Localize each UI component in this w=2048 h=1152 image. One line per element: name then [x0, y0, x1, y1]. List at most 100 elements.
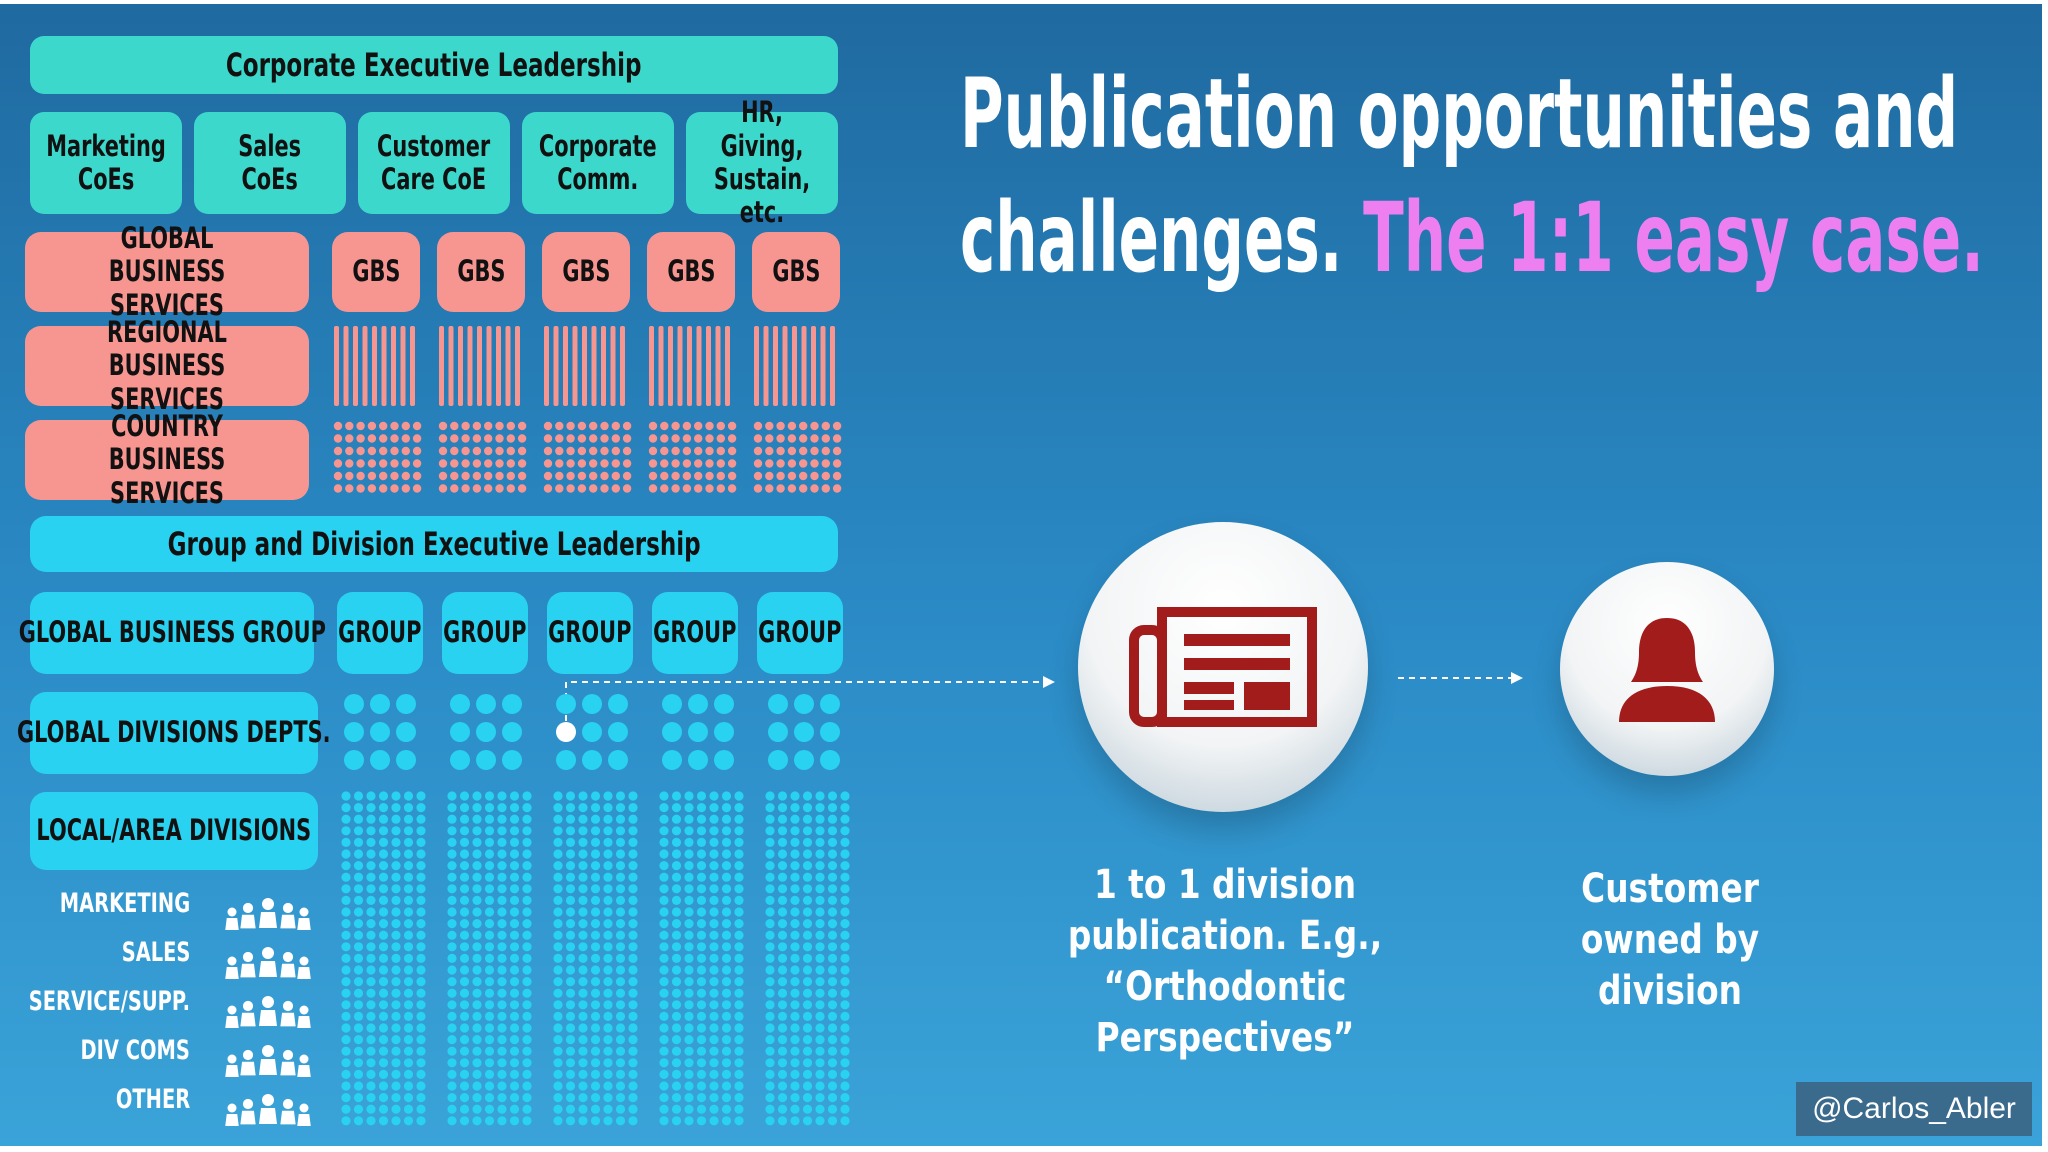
local-division-dot [696, 884, 707, 894]
local-division-dot [827, 930, 838, 940]
local-division-dot [684, 1011, 694, 1022]
local-division-dot [416, 919, 426, 929]
global-business-services-box: GLOBAL BUSINESS SERVICES [25, 221, 309, 321]
country-dot [705, 484, 714, 493]
local-division-dot [777, 895, 788, 906]
local-division-dot [553, 1104, 563, 1114]
local-division-dot [628, 953, 638, 964]
local-division-dot [721, 837, 732, 848]
country-dot [660, 459, 669, 468]
local-division-dot [721, 895, 732, 906]
country-dot [622, 421, 632, 431]
local-division-dot [472, 849, 482, 859]
local-division-dot [790, 1035, 800, 1045]
local-division-dot [353, 1081, 364, 1091]
local-division-dot [721, 953, 732, 964]
local-division-dot [790, 1058, 800, 1068]
country-dot [379, 471, 388, 481]
local-division-dot [790, 1081, 800, 1091]
country-dot [555, 471, 564, 481]
local-division-dot [565, 1093, 576, 1103]
local-division-dot [509, 1046, 520, 1056]
local-division-dot [416, 791, 426, 801]
local-division-dot [840, 953, 850, 964]
local-division-dot [565, 895, 576, 906]
local-division-dot [628, 919, 638, 929]
local-division-dot [378, 1104, 389, 1114]
local-division-dot [472, 895, 482, 906]
country-dot [379, 484, 388, 493]
local-division-dot [815, 942, 825, 952]
country-dot [566, 434, 575, 443]
local-division-dot [815, 1069, 825, 1079]
local-division-dot [777, 1046, 788, 1056]
local-division-dot [565, 965, 576, 975]
country-dot [438, 484, 448, 493]
country-dot [577, 484, 587, 493]
local-division-dot [765, 895, 775, 906]
country-dot [832, 421, 842, 431]
country-dot [333, 471, 343, 481]
local-division-dot [790, 895, 800, 906]
local-division-dot [671, 1058, 682, 1068]
local-division-dot [628, 1011, 638, 1022]
local-division-dot [472, 1058, 482, 1068]
local-division-dot [802, 965, 813, 975]
local-division-dot [603, 1011, 613, 1022]
local-division-dot [497, 965, 507, 975]
local-division-dot [777, 884, 788, 894]
regional-stripe [572, 326, 578, 406]
local-division-dot [734, 907, 744, 917]
local-division-dot [684, 942, 694, 952]
country-dot [461, 459, 470, 468]
local-division-dot [459, 861, 470, 871]
local-division-dot [765, 1081, 775, 1091]
country-dot [821, 459, 830, 468]
local-division-dot [366, 895, 376, 906]
local-division-dot [341, 1000, 351, 1010]
local-division-dot [341, 1058, 351, 1068]
division-dot [768, 694, 788, 714]
country-dot [810, 459, 819, 468]
country-dot [577, 471, 587, 481]
local-division-dot [802, 907, 813, 917]
regional-stripe [467, 326, 473, 406]
country-dot [821, 484, 830, 493]
local-division-dot [815, 965, 825, 975]
local-division-dot [709, 1035, 719, 1045]
local-division-dot [472, 1116, 482, 1126]
country-dot [450, 459, 459, 468]
local-division-dot [391, 1046, 401, 1056]
local-division-dot [659, 814, 669, 824]
local-division-dot [353, 1069, 364, 1079]
local-division-dot [615, 849, 626, 859]
local-division-dot [366, 907, 376, 917]
local-division-dot [721, 988, 732, 998]
local-division-dot [615, 1116, 626, 1126]
local-division-dot [459, 1035, 470, 1045]
country-dot [727, 446, 737, 456]
local-division-dot [472, 837, 482, 848]
country-dot [367, 484, 377, 493]
local-division-dot [472, 884, 482, 894]
local-division-dot [590, 1023, 601, 1033]
local-division-dot [565, 977, 576, 987]
local-division-dot [802, 803, 813, 813]
local-division-dot [628, 826, 638, 836]
local-division-dot [353, 884, 364, 894]
division-dot [556, 750, 576, 770]
division-dot [768, 722, 788, 742]
local-division-dot [671, 826, 682, 836]
local-division-dot [378, 965, 389, 975]
local-division-dot [659, 953, 669, 964]
regional-stripe [754, 326, 759, 406]
local-division-dot [840, 1116, 850, 1126]
local-division-dot [659, 884, 669, 894]
local-division-dot [403, 907, 414, 917]
local-division-dot [790, 1000, 800, 1010]
country-dot [506, 484, 515, 493]
regional-stripe [601, 326, 606, 406]
local-division-dot [353, 988, 364, 998]
local-division-dot [484, 1081, 495, 1091]
local-division-dot [671, 803, 682, 813]
